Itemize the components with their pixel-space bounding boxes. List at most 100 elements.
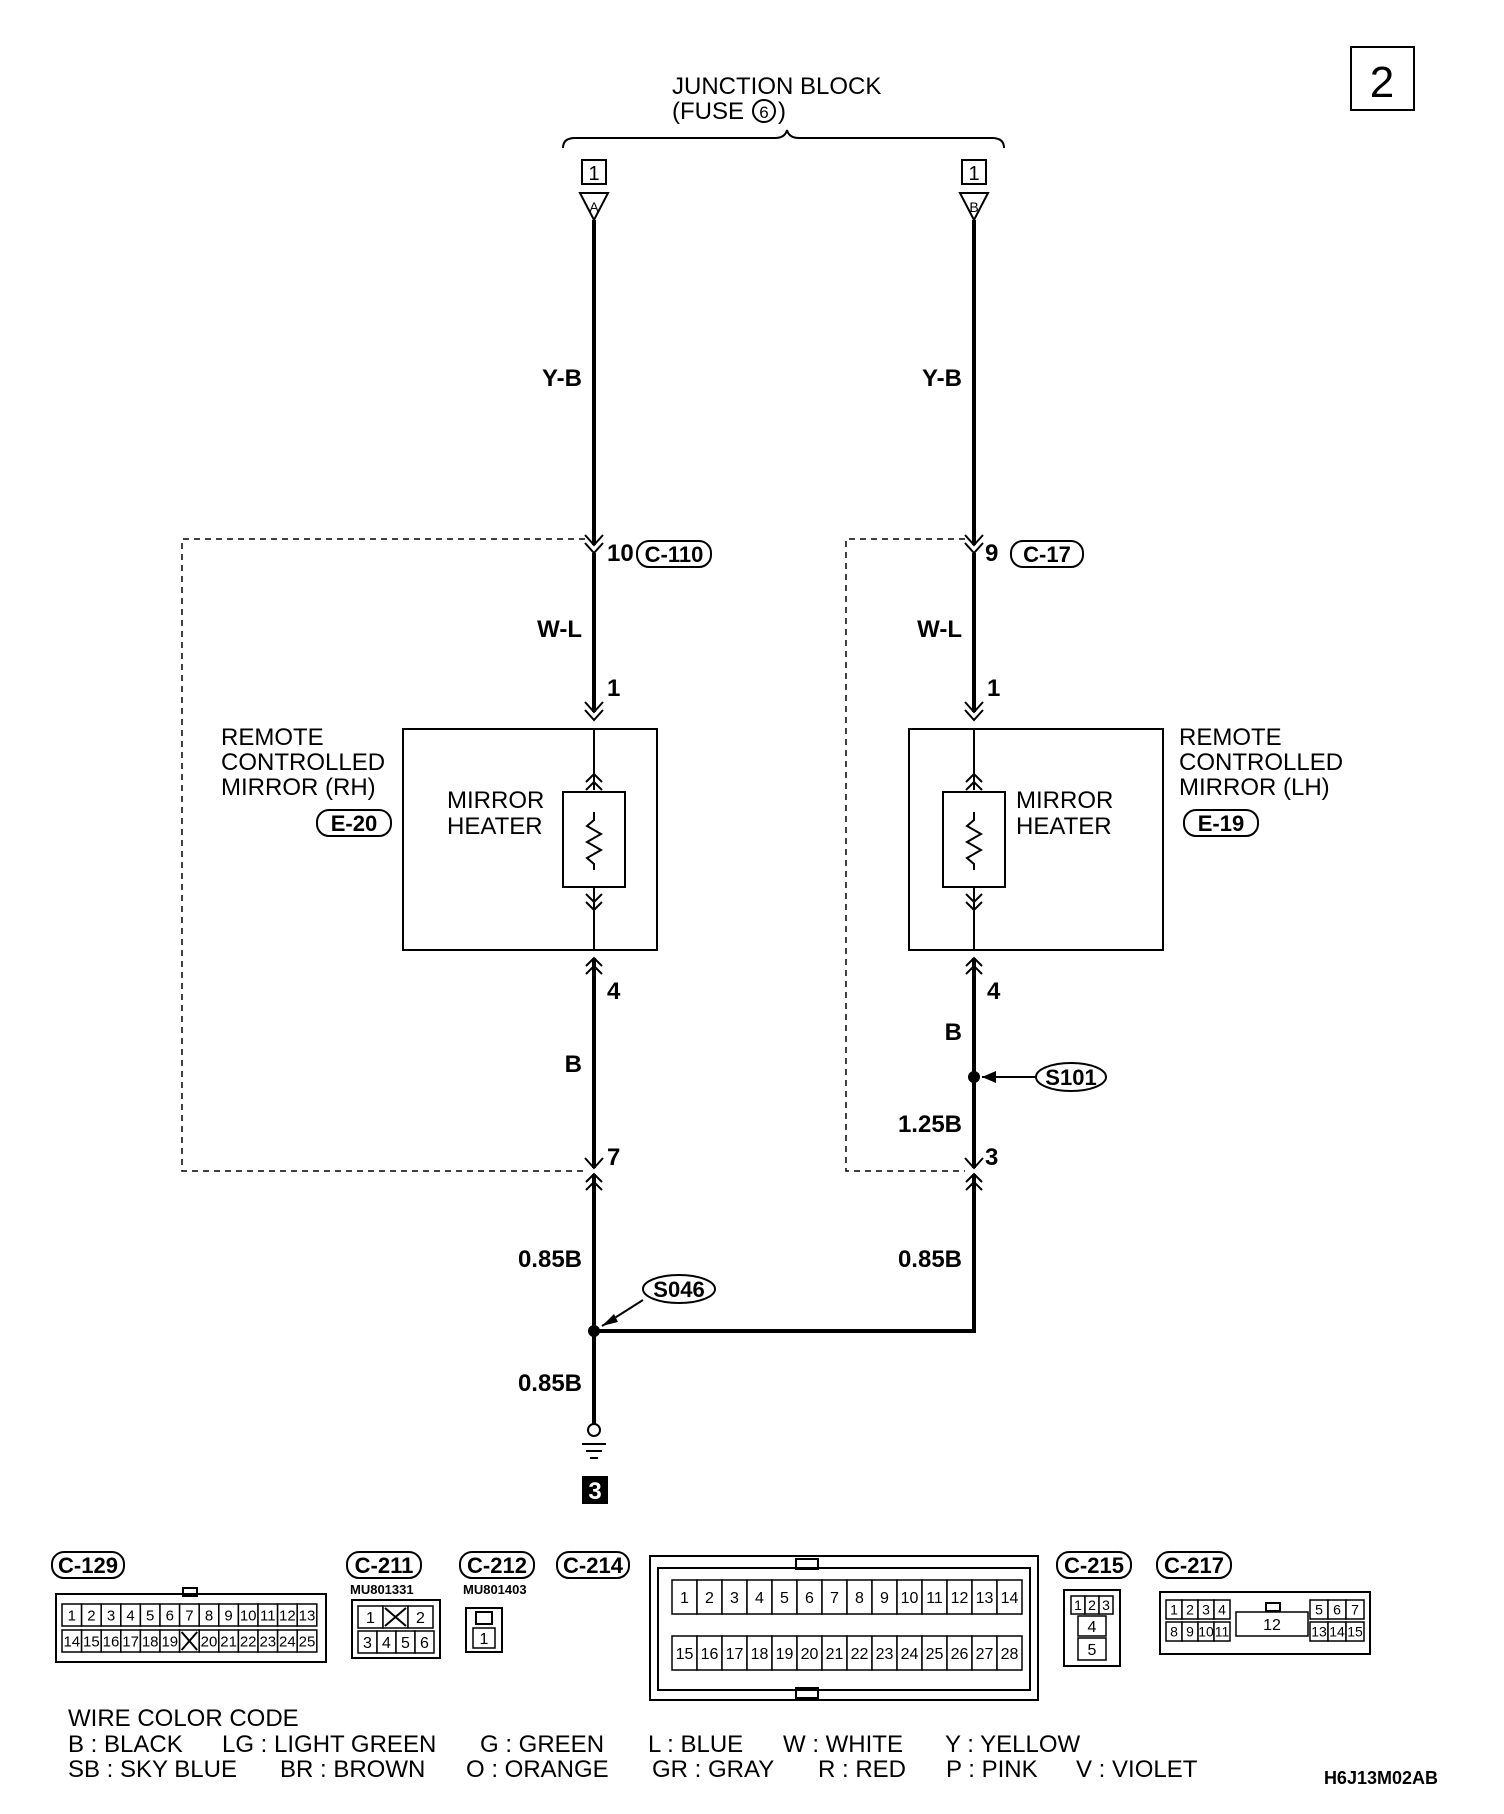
fuse-label-prefix: (FUSE xyxy=(672,98,744,125)
c211-pin-number: 2 xyxy=(416,1610,425,1627)
c214-latch-top xyxy=(795,1558,819,1570)
splice-s046-badge xyxy=(642,1274,716,1304)
c214-pin-cell xyxy=(896,1635,923,1671)
c214-pin-cell xyxy=(821,1579,848,1615)
left-connector-id-badge xyxy=(636,540,712,568)
c129-pin-number: 14 xyxy=(63,1633,80,1650)
c129-pin-number: 1 xyxy=(68,1607,76,1624)
c214-latch-bottom xyxy=(795,1687,819,1699)
right-pin-in: 1 xyxy=(987,675,1000,702)
fuse-number-circle xyxy=(752,99,776,123)
c211-id-badge xyxy=(346,1551,422,1579)
left-heater-label-2: HEATER xyxy=(447,813,543,840)
c214-pin-number: 8 xyxy=(855,1590,864,1607)
splice-s101-label: S101 xyxy=(1045,1065,1096,1090)
c217-pin-number: 12 xyxy=(1263,1617,1281,1634)
right-component-label-2: CONTROLLED xyxy=(1179,749,1343,776)
c129-id: C-129 xyxy=(58,1553,118,1578)
c214-pin-cell xyxy=(996,1635,1023,1671)
left-pin-in: 1 xyxy=(607,675,620,702)
junction-block-header: JUNCTION BLOCK (FUSE 6 ) xyxy=(562,73,1005,149)
c129-pin-number: 11 xyxy=(260,1607,276,1624)
junction-brace xyxy=(562,129,1005,149)
c217-pin-cell xyxy=(1345,1599,1365,1620)
left-pin-out: 4 xyxy=(607,978,621,1005)
c215-pin-number: 5 xyxy=(1088,1642,1097,1659)
c129-pin-cell xyxy=(296,1603,318,1627)
wire-color-g: G : GREEN xyxy=(480,1731,604,1758)
wire-color-b: B : BLACK xyxy=(68,1731,183,1758)
splice-s046-arrowhead xyxy=(602,1314,618,1326)
c217-pin-number: 9 xyxy=(1186,1624,1194,1640)
left-component-label-2: CONTROLLED xyxy=(221,749,385,776)
c212-id: C-212 xyxy=(467,1553,527,1578)
c129-empty-pin-mark xyxy=(180,1631,198,1651)
c214-pin-number: 15 xyxy=(676,1646,694,1663)
right-harness-outline xyxy=(845,538,965,1172)
c214-pin-number: 4 xyxy=(755,1590,764,1607)
wire-color-gr: GR : GRAY xyxy=(652,1756,774,1783)
c214-pin-number: 2 xyxy=(705,1590,714,1607)
c217-pin-number: 10 xyxy=(1198,1624,1214,1640)
c217-pin-number: 8 xyxy=(1170,1624,1178,1640)
right-terminal-box xyxy=(961,159,987,185)
c214-pin-cell xyxy=(746,1635,773,1671)
right-heater-label-1: MIRROR xyxy=(1016,787,1113,814)
c214-pin-cell xyxy=(996,1579,1023,1615)
right-wire-splice-label: 1.25B xyxy=(898,1111,962,1138)
page-number: 2 xyxy=(1370,58,1394,107)
wire-color-title: WIRE COLOR CODE xyxy=(68,1705,299,1732)
c217-pin-number: 2 xyxy=(1186,1602,1194,1618)
left-component-label-1: REMOTE xyxy=(221,724,324,751)
c214-pin-number: 7 xyxy=(830,1590,839,1607)
c211-pin-cell xyxy=(414,1630,435,1654)
wire-color-p: P : PINK xyxy=(946,1756,1038,1783)
splice-s101-dot xyxy=(968,1071,980,1083)
c129-pin-number: 10 xyxy=(240,1607,257,1624)
left-wire-ground-label: 0.85B xyxy=(518,1370,582,1397)
wire-color-code: WIRE COLOR CODE B : BLACK LG : LIGHT GRE… xyxy=(68,1705,1198,1783)
c211-pin-number: 4 xyxy=(382,1635,391,1652)
c217-pin-number: 15 xyxy=(1347,1624,1363,1640)
left-component-id: E-20 xyxy=(331,811,377,836)
junction-block-label: JUNCTION BLOCK xyxy=(672,73,881,100)
c215-pin-number: 1 xyxy=(1074,1597,1082,1613)
c214-pin-number: 3 xyxy=(730,1590,739,1607)
c211-part-number: MU801331 xyxy=(350,1582,414,1597)
left-pin-bottom: 7 xyxy=(607,1144,620,1171)
left-component-label-3: MIRROR (RH) xyxy=(221,774,376,801)
right-component-id: E-19 xyxy=(1198,811,1244,836)
left-pin-bottom-chevron-a xyxy=(584,1157,604,1170)
c217-pin-number: 3 xyxy=(1202,1602,1210,1618)
c129-pin-number: 2 xyxy=(87,1607,95,1624)
c129-id-badge xyxy=(51,1551,125,1579)
page-number-box xyxy=(1350,46,1415,111)
right-wire-mid-label: W-L xyxy=(917,616,962,643)
c214-pin-number: 17 xyxy=(726,1646,744,1663)
c214-pin-cell xyxy=(846,1635,873,1671)
c215-pin-number: 2 xyxy=(1088,1597,1096,1613)
c211-pin-number: 1 xyxy=(366,1610,375,1627)
left-terminal-number: 1 xyxy=(588,163,599,185)
fuse-label-suffix: ) xyxy=(778,98,786,125)
c211-pin-number: 6 xyxy=(420,1635,429,1652)
c129-pin-number: 19 xyxy=(161,1633,178,1650)
right-wire-after-label: 0.85B xyxy=(898,1246,962,1273)
c214-pin-cell xyxy=(946,1635,973,1671)
left-harness-outline xyxy=(181,538,585,1172)
c211-id: C-211 xyxy=(355,1553,414,1578)
right-wire-after xyxy=(594,1174,976,1333)
c215-pin-number: 3 xyxy=(1102,1597,1110,1613)
c211-pin-cell xyxy=(407,1605,434,1629)
c214-pin-cell xyxy=(696,1579,723,1615)
c217-latch xyxy=(1265,1602,1281,1612)
left-terminal-letter: A xyxy=(589,199,599,215)
left-heater-chevron-top xyxy=(585,772,603,791)
c211-empty-pin-mark xyxy=(384,1607,407,1627)
c214-pin-cell xyxy=(846,1579,873,1615)
left-pin-in-chevron xyxy=(584,701,604,722)
